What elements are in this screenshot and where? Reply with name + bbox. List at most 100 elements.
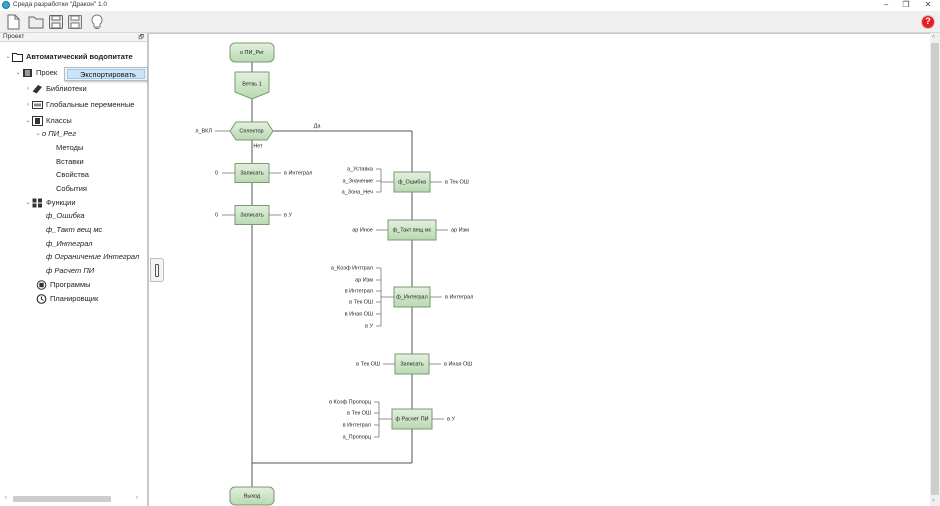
selector-node-label: Селектор bbox=[239, 128, 263, 134]
tree-item-classes[interactable]: ⌄ Классы bbox=[24, 114, 72, 127]
chevron-down-icon[interactable]: ⌄ bbox=[15, 70, 21, 76]
tree-item-label: Программы bbox=[50, 280, 91, 289]
save-as-button[interactable] bbox=[67, 14, 83, 30]
tree-item-label: ф Ограничение Интеграл bbox=[46, 252, 140, 261]
tree-item-inserts[interactable]: Вставки bbox=[56, 155, 84, 168]
collapse-panel-icon bbox=[155, 264, 159, 277]
action-output-label: в Тек ОШ bbox=[445, 179, 469, 185]
tree-item-global-variables[interactable]: › Глобальные переменные bbox=[24, 98, 134, 111]
tree-item-project[interactable]: ⌄ Проек bbox=[14, 66, 57, 79]
tree-item-function-limit-integral[interactable]: ф Ограничение Интеграл bbox=[46, 250, 139, 263]
scroll-thumb[interactable] bbox=[931, 43, 939, 495]
save-icon bbox=[49, 15, 63, 29]
panel-title: Проект bbox=[3, 33, 25, 40]
tree-item-label: Глобальные переменные bbox=[46, 100, 135, 109]
close-button[interactable]: ✕ bbox=[924, 0, 932, 9]
tree-item-scheduler[interactable]: Планировщик bbox=[36, 292, 98, 305]
tree-item-label: о ПИ_Рег bbox=[42, 129, 77, 138]
selector-input-label: л_ВКЛ bbox=[195, 128, 212, 134]
project-icon bbox=[22, 68, 33, 78]
scroll-down-arrow[interactable]: ˅ bbox=[932, 498, 935, 504]
tree-item-label: Проек bbox=[36, 68, 58, 77]
action-input-label: в Коэф Пропорц bbox=[329, 399, 372, 405]
diagram-canvas[interactable] bbox=[148, 33, 930, 506]
scroll-right-arrow[interactable]: › bbox=[136, 495, 138, 501]
action-input-label: а_Зона_Неч bbox=[342, 189, 374, 195]
branch-node-label: Ветвь 1 bbox=[242, 81, 261, 87]
action-input-label: в Интеграл bbox=[343, 422, 371, 428]
scroll-left-arrow[interactable]: ‹ bbox=[5, 495, 7, 501]
chevron-down-icon[interactable]: ⌄ bbox=[25, 118, 31, 124]
book-icon bbox=[32, 84, 43, 94]
branch-node[interactable] bbox=[234, 71, 270, 100]
chevron-right-icon[interactable]: › bbox=[27, 101, 29, 108]
tree-item-events[interactable]: События bbox=[56, 182, 87, 195]
action-input-label: в Иная ОШ bbox=[345, 311, 373, 317]
tree-item-label: Методы bbox=[56, 143, 84, 152]
new-file-icon bbox=[7, 14, 20, 30]
action-input-label: ар Иное bbox=[352, 227, 373, 233]
yes-label: Да bbox=[314, 123, 322, 129]
folder-icon bbox=[12, 52, 23, 62]
tree-item-class-pi-reg[interactable]: ⌄ о ПИ_Рег bbox=[34, 127, 76, 140]
title-bar: Среда разработки "Дракон" 1.0 – ❐ ✕ bbox=[0, 0, 940, 11]
action-input-label: в Тек ОШ bbox=[356, 361, 380, 367]
tree-item-function-error[interactable]: ф_Ошибка bbox=[46, 209, 85, 222]
chevron-down-icon[interactable]: ⌄ bbox=[25, 200, 31, 206]
tree-item-label: Вставки bbox=[56, 157, 84, 166]
right-action-1-label: ф_Ошибка bbox=[398, 179, 427, 185]
right-action-4-label: Записать bbox=[400, 361, 424, 367]
tree-item-programs[interactable]: Программы bbox=[36, 278, 91, 291]
chevron-down-icon[interactable]: ⌄ bbox=[5, 54, 11, 60]
panel-horizontal-scrollbar[interactable]: ‹ › bbox=[4, 495, 142, 503]
chevron-right-icon[interactable]: › bbox=[27, 85, 29, 92]
window-title: Среда разработки "Дракон" 1.0 bbox=[13, 1, 108, 8]
no-label: Нет bbox=[253, 143, 263, 149]
maximize-button[interactable]: ❐ bbox=[902, 0, 910, 9]
float-panel-icon[interactable]: 🗗 bbox=[138, 35, 144, 41]
app-icon bbox=[2, 1, 10, 9]
open-folder-button[interactable] bbox=[28, 14, 44, 30]
right-action-5-label: ф Расчет ПИ bbox=[396, 416, 429, 422]
action-output-label: в Интеграл bbox=[284, 170, 312, 176]
action-input-label: а_Значение bbox=[342, 178, 373, 184]
collapse-panel-tab[interactable] bbox=[150, 258, 164, 282]
tree-item-functions[interactable]: ⌄ Функции bbox=[24, 196, 76, 209]
action-output-label: ар Изм bbox=[451, 227, 469, 233]
tree-item-function-calc-pi[interactable]: ф Расчет ПИ bbox=[46, 264, 94, 277]
help-button[interactable]: ? bbox=[921, 15, 935, 29]
title-node-label: о ПИ_Рег bbox=[240, 50, 264, 56]
tree-item-libraries[interactable]: › Библиотеки bbox=[24, 82, 87, 95]
scroll-up-arrow[interactable]: ˄ bbox=[932, 34, 935, 40]
end-node[interactable] bbox=[229, 486, 275, 506]
tree-item-label: ф_Интеграл bbox=[46, 239, 93, 248]
tree-item-label: Библиотеки bbox=[46, 84, 87, 93]
tree-item-function-tact[interactable]: ф_Такт вещ мс bbox=[46, 223, 102, 236]
clock-icon bbox=[36, 293, 47, 304]
scroll-thumb[interactable] bbox=[13, 496, 111, 502]
save-button[interactable] bbox=[48, 14, 64, 30]
tree-item-label: Свойства bbox=[56, 170, 89, 179]
end-node-label: Выход bbox=[244, 493, 261, 499]
tree-item-label: ф Расчет ПИ bbox=[46, 266, 95, 275]
tree-item-root[interactable]: ⌄ Автоматический водопитате bbox=[4, 50, 133, 63]
tree-item-methods[interactable]: Методы bbox=[56, 141, 83, 154]
tree-item-properties[interactable]: Свойства bbox=[56, 168, 89, 181]
title-node[interactable] bbox=[229, 42, 275, 63]
export-menu-item[interactable]: Экспортировать bbox=[67, 69, 145, 79]
hint-button[interactable] bbox=[89, 14, 105, 30]
new-file-button[interactable] bbox=[5, 14, 21, 30]
minimize-button[interactable]: – bbox=[883, 0, 889, 9]
tree-item-function-integral[interactable]: ф_Интеграл bbox=[46, 237, 93, 250]
canvas-vertical-scrollbar[interactable]: ˄ ˅ bbox=[930, 33, 940, 506]
action-input-label: 0 bbox=[215, 212, 218, 218]
programs-icon bbox=[36, 279, 47, 290]
action-input-label: а_Уставка bbox=[347, 166, 374, 172]
left-action-1-label: Записать bbox=[240, 170, 264, 176]
action-output-label: в У bbox=[447, 416, 455, 422]
chevron-down-icon[interactable]: ⌄ bbox=[35, 131, 41, 137]
tree-item-label: Автоматический водопитате bbox=[26, 52, 133, 61]
left-action-2-label: Записать bbox=[240, 212, 264, 218]
right-action-2-label: ф_Такт вещ мс bbox=[393, 227, 432, 233]
